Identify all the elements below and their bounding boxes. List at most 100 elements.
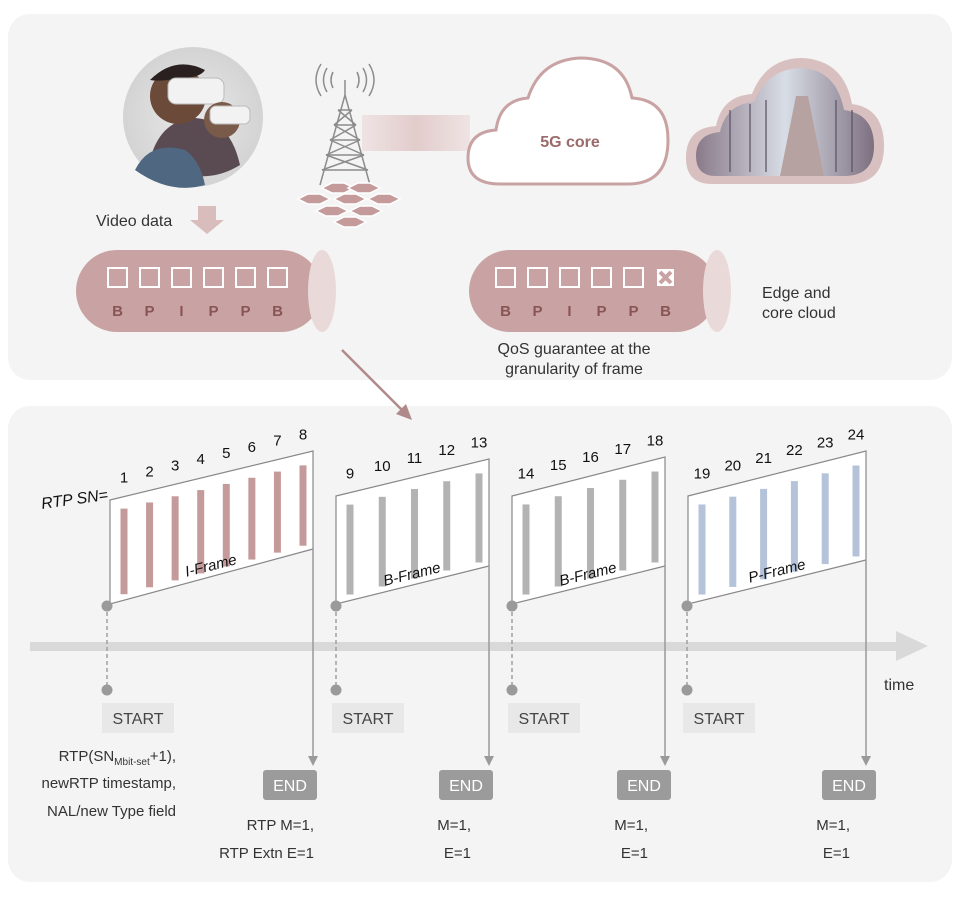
- sn-label: 14: [518, 465, 535, 482]
- end-label: END: [627, 778, 661, 795]
- start-label: START: [113, 711, 164, 728]
- frame-type-label: P: [596, 303, 606, 320]
- end-note: M=1,: [816, 817, 850, 834]
- start-label: START: [343, 711, 394, 728]
- frame-box: [527, 267, 548, 288]
- frame-type-label: B: [660, 303, 671, 320]
- end-arrow-icon: [484, 756, 494, 766]
- sn-label: 4: [197, 451, 205, 468]
- packet-bar: [146, 502, 154, 588]
- frame-type-label: P: [532, 303, 542, 320]
- packet-bar: [587, 487, 594, 579]
- end-note: M=1,: [437, 817, 471, 834]
- sn-label: 18: [647, 433, 664, 450]
- time-axis: [30, 631, 928, 661]
- frame-type-label: B: [112, 303, 123, 320]
- packet-bar: [790, 481, 798, 572]
- sn-label: 13: [471, 434, 488, 451]
- edge-label-line1: Edge and: [762, 285, 831, 302]
- end-label: END: [273, 778, 307, 795]
- start-dot: [506, 684, 518, 696]
- start-dot: [101, 600, 113, 612]
- packet-bar: [120, 508, 128, 595]
- end-note: E=1: [621, 845, 648, 862]
- sn-label: 1: [120, 470, 128, 487]
- sn-label: 10: [374, 458, 391, 475]
- packet-bar: [346, 504, 354, 595]
- packet-bar: [171, 496, 179, 581]
- end-box: [263, 770, 317, 800]
- sn-label: 24: [848, 427, 865, 444]
- packet-bar: [378, 496, 386, 587]
- svg-text:RTP(SNMbit-set+1),: RTP(SNMbit-set+1),: [59, 748, 176, 768]
- packet-bar: [222, 483, 230, 567]
- end-note: M=1,: [614, 817, 648, 834]
- packet-bar: [619, 479, 627, 571]
- frame-box: [203, 267, 224, 288]
- cell-hexagons-icon: [296, 182, 402, 228]
- frame-type-label: P: [144, 303, 154, 320]
- packet-bar: [443, 481, 451, 571]
- end-box: [617, 770, 671, 800]
- packet-bar: [852, 465, 860, 557]
- start-box: [102, 703, 174, 733]
- start-note-group1: RTP(SNMbit-set+1), newRTP timestamp, NAL…: [42, 748, 177, 820]
- sn-label: 7: [273, 433, 281, 450]
- lost-frame-icon: [658, 270, 673, 285]
- frame-box: [559, 267, 580, 288]
- packet-bar: [273, 471, 281, 553]
- sn-label: 2: [145, 463, 153, 480]
- packet-bar: [698, 504, 706, 595]
- end-note: E=1: [823, 845, 850, 862]
- frame-type-label: B: [272, 303, 283, 320]
- start-dot: [330, 600, 342, 612]
- start-dot: [330, 684, 342, 696]
- frame-box: [139, 267, 160, 288]
- svg-text:newRTP timestamp,: newRTP timestamp,: [42, 775, 177, 792]
- start-dot: [506, 600, 518, 612]
- start-dot: [681, 684, 693, 696]
- packet-bar: [299, 465, 307, 546]
- frame-type-label: P: [208, 303, 218, 320]
- packet-bar: [651, 471, 659, 563]
- qos-line2: granularity of frame: [505, 361, 643, 378]
- antenna-tower-icon: [315, 63, 375, 186]
- connector-arrow: [341, 349, 412, 420]
- packet-bar: [475, 473, 483, 563]
- end-label: END: [449, 778, 483, 795]
- core-label: 5G core: [540, 134, 600, 151]
- frame-box: [171, 267, 192, 288]
- start-label: START: [519, 711, 570, 728]
- packet-bar: [821, 473, 829, 565]
- sn-label: 22: [786, 442, 803, 459]
- sn-label: 16: [582, 449, 599, 466]
- time-label: time: [884, 677, 914, 694]
- frame-box: [623, 267, 644, 288]
- frame-type-label: P: [628, 303, 638, 320]
- svg-text:NAL/new Type field: NAL/new Type field: [47, 803, 176, 820]
- sn-label: 11: [407, 450, 423, 467]
- edge-label-line2: core cloud: [762, 305, 836, 322]
- frame-box: [235, 267, 256, 288]
- frame-box: [495, 267, 516, 288]
- sn-label: 5: [222, 445, 230, 462]
- packet-bar: [729, 496, 737, 587]
- sn-label: 17: [614, 441, 631, 458]
- sn-label: 6: [248, 439, 256, 456]
- frame-type-label: I: [567, 303, 571, 320]
- start-box: [332, 703, 404, 733]
- end-note: RTP Extn E=1: [219, 845, 314, 862]
- video-data-label: Video data: [96, 213, 172, 230]
- pipe-left: [76, 250, 336, 332]
- packet-bar: [760, 488, 768, 580]
- packet-bar: [197, 490, 205, 574]
- sn-label: 21: [755, 450, 772, 467]
- start-box: [683, 703, 755, 733]
- down-arrow-icon: [190, 206, 224, 234]
- frame-type-label: P: [240, 303, 250, 320]
- end-arrow-icon: [308, 756, 318, 766]
- signal-beam: [362, 115, 470, 151]
